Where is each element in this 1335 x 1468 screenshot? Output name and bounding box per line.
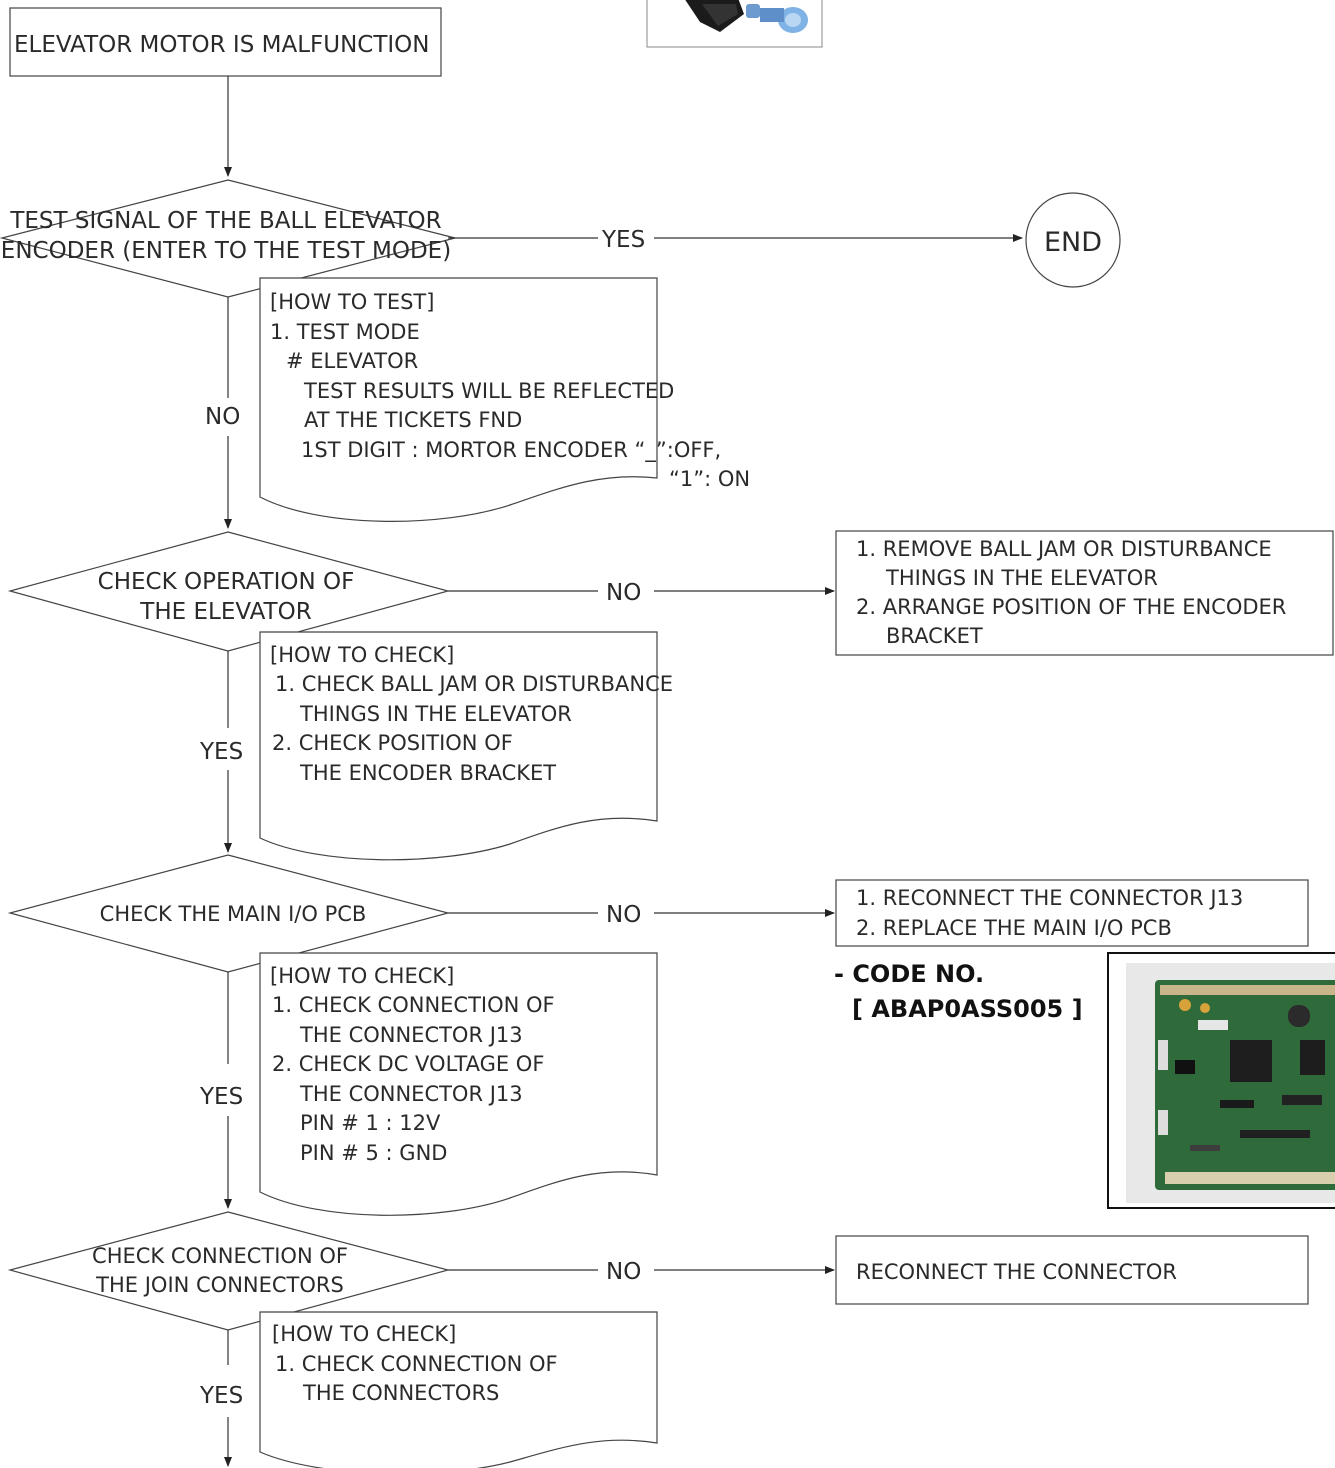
part-code-value: [ ABAP0ASS005 ] [852, 995, 1083, 1023]
decision-4-line1: CHECK CONNECTION OF [92, 1244, 348, 1268]
decision-1-line2: ENCODER (ENTER TO THE TEST MODE) [1, 238, 451, 264]
decision-1-no-label: NO [205, 404, 240, 430]
note-3-text: [HOW TO CHECK] 1. CHECK CONNECTION OF TH… [270, 964, 555, 1165]
action-3-box [835, 879, 1309, 947]
note-2-text: [HOW TO CHECK] 1. CHECK BALL JAM OR DIST… [270, 643, 673, 785]
note-1-line: # ELEVATOR [286, 349, 418, 373]
action-3-line: 2. REPLACE THE MAIN I/O PCB [856, 916, 1172, 940]
decision-3-yes-label: YES [199, 1084, 243, 1110]
action-4-line: RECONNECT THE CONNECTOR [856, 1260, 1177, 1284]
action-2-line: 1. REMOVE BALL JAM OR DISTURBANCE [856, 537, 1272, 561]
note-1-line: “1”: ON [669, 467, 750, 491]
note-2-line: THE ENCODER BRACKET [299, 761, 556, 785]
action-3-line: 1. RECONNECT THE CONNECTOR J13 [856, 886, 1243, 910]
decision-3-no-label: NO [606, 902, 641, 928]
decision-2-no-label: NO [606, 580, 641, 606]
note-4-document [259, 1311, 658, 1468]
note-1-text: [HOW TO TEST] 1. TEST MODE # ELEVATOR TE… [270, 290, 750, 491]
decision-4-no-label: NO [606, 1259, 641, 1285]
note-1-document [259, 277, 658, 522]
action-2-box [835, 530, 1334, 656]
note-3-line: THE CONNECTOR J13 [299, 1023, 523, 1047]
note-2-line: THINGS IN THE ELEVATOR [299, 702, 572, 726]
part-code-label: - CODE NO. [834, 960, 984, 988]
note-1-line: TEST RESULTS WILL BE REFLECTED [303, 379, 674, 403]
note-3-line: PIN # 5 : GND [300, 1141, 447, 1165]
note-4-line: THE CONNECTORS [302, 1381, 499, 1405]
note-3-line: PIN # 1 : 12V [300, 1111, 441, 1135]
action-4-box [835, 1235, 1309, 1305]
decision-4-yes-label: YES [199, 1383, 243, 1409]
decision-1-line1: TEST SIGNAL OF THE BALL ELEVATOR [9, 208, 441, 234]
note-2-line: 1. CHECK BALL JAM OR DISTURBANCE [275, 672, 673, 696]
action-2-line: 2. ARRANGE POSITION OF THE ENCODER [856, 595, 1286, 619]
decision-4-line2: THE JOIN CONNECTORS [95, 1273, 344, 1297]
decision-2-yes-label: YES [199, 739, 243, 765]
note-1-line: AT THE TICKETS FND [304, 408, 522, 432]
action-2-text: 1. REMOVE BALL JAM OR DISTURBANCE THINGS… [856, 537, 1286, 648]
note-4-line: 1. CHECK CONNECTION OF [275, 1352, 558, 1376]
note-4-text: [HOW TO CHECK] 1. CHECK CONNECTION OF TH… [272, 1322, 558, 1405]
action-2-line: BRACKET [886, 624, 983, 648]
note-1-line: 1ST DIGIT : MORTOR ENCODER “_”:OFF, [301, 438, 721, 463]
note-2-line: [HOW TO CHECK] [270, 643, 454, 667]
end-circle [1025, 192, 1121, 288]
start-label: ELEVATOR MOTOR IS MALFUNCTION [14, 32, 429, 58]
note-1-line: [HOW TO TEST] [270, 290, 434, 314]
motor-image [646, 0, 823, 48]
note-1-line: 1. TEST MODE [270, 320, 420, 344]
note-2-line: 2. CHECK POSITION OF [272, 731, 513, 755]
action-3-text: 1. RECONNECT THE CONNECTOR J13 2. REPLAC… [856, 886, 1243, 940]
decision-2-line1: CHECK OPERATION OF [98, 569, 355, 595]
note-3-line: [HOW TO CHECK] [270, 964, 454, 988]
decision-2-line2: THE ELEVATOR [139, 599, 311, 625]
decision-3-line1: CHECK THE MAIN I/O PCB [100, 902, 367, 926]
pcb-photo [1107, 952, 1335, 1209]
decision-1-yes-label: YES [601, 227, 645, 253]
note-3-line: THE CONNECTOR J13 [299, 1082, 523, 1106]
note-3-line: 2. CHECK DC VOLTAGE OF [272, 1052, 544, 1076]
action-2-line: THINGS IN THE ELEVATOR [885, 566, 1158, 590]
start-box [9, 7, 442, 77]
note-3-line: 1. CHECK CONNECTION OF [272, 993, 555, 1017]
note-2-document [259, 631, 658, 861]
end-label: END [1044, 227, 1102, 258]
note-3-document [259, 952, 658, 1216]
note-4-line: [HOW TO CHECK] [272, 1322, 456, 1346]
